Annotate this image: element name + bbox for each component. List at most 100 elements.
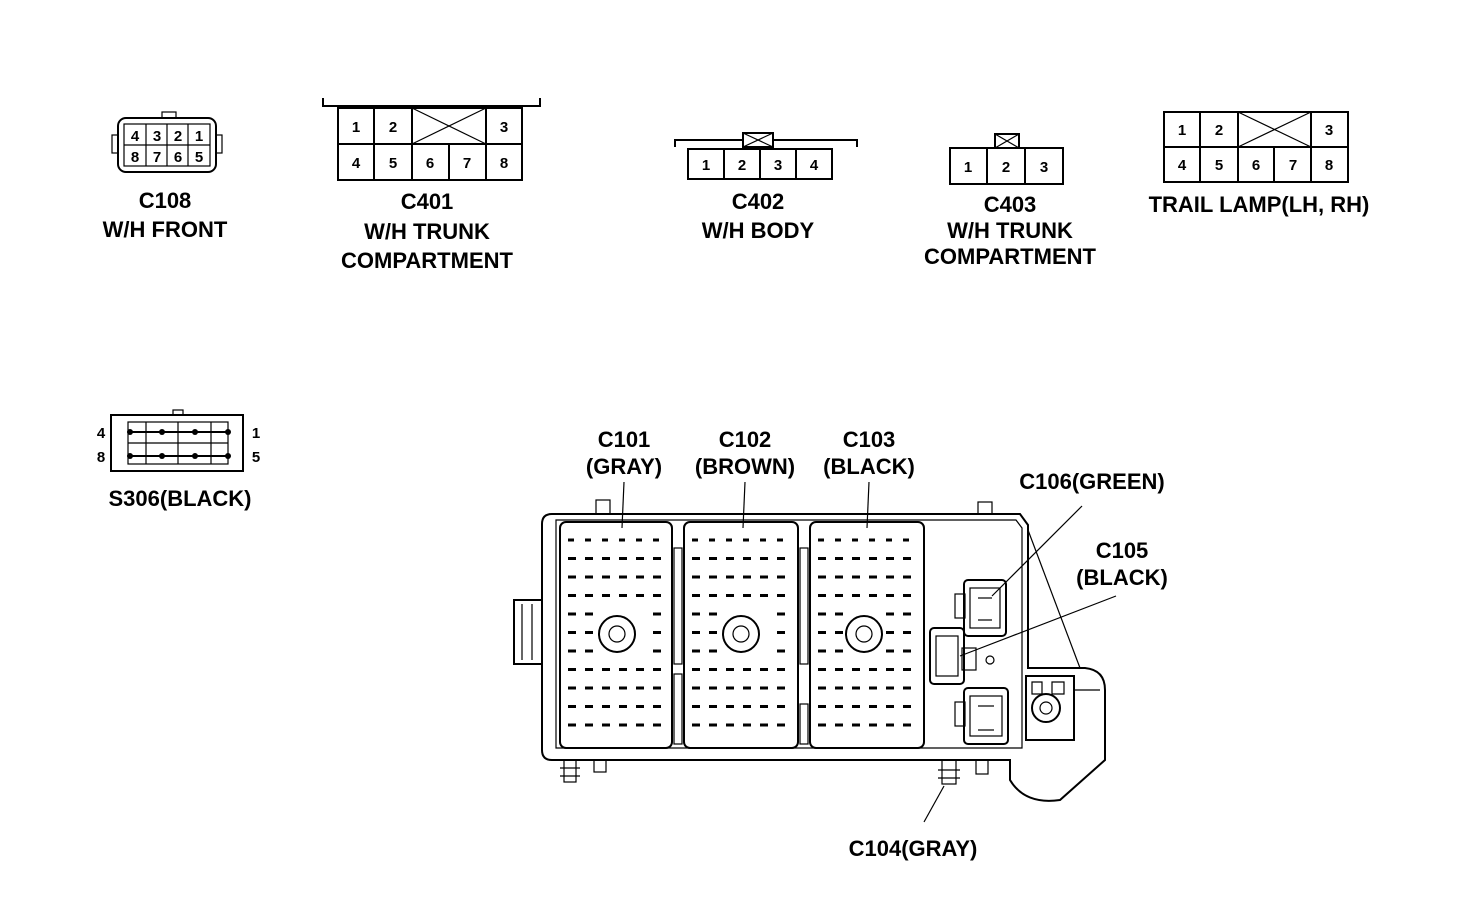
pin-dot — [619, 594, 627, 597]
c108-pin-5: 5 — [195, 149, 203, 166]
pin-dot — [636, 668, 644, 671]
pin-dot — [653, 723, 661, 727]
pin-dot — [835, 668, 843, 671]
pin-dot — [818, 612, 826, 616]
pin-dot — [852, 557, 860, 560]
pin-dot — [886, 575, 894, 579]
c102-color-label: (BROWN) — [695, 454, 795, 479]
pin-dot — [818, 668, 826, 671]
pin-dot — [903, 686, 911, 690]
c403-id-label: C403 — [984, 192, 1037, 217]
pin-dot — [653, 538, 659, 542]
pin-dot — [869, 575, 877, 579]
pin-dot — [636, 557, 644, 560]
pin-dot — [726, 594, 734, 597]
s306-pin-8: 8 — [97, 449, 105, 466]
c403-desc-line2: COMPARTMENT — [924, 244, 1096, 269]
connector-trail-lamp: 1 2 3 4 5 6 7 8 TRAIL LAMP(LH, RH) — [1149, 111, 1370, 217]
pin-dot — [709, 668, 717, 671]
pin-dot — [619, 686, 627, 690]
pin-dot — [636, 538, 642, 542]
c402-desc-label: W/H BODY — [702, 218, 815, 243]
pin-dot — [585, 723, 593, 727]
c101-bolt — [598, 615, 636, 653]
pin-dot — [818, 649, 826, 653]
pin-dot — [726, 668, 734, 671]
pin-dot — [760, 686, 768, 690]
pin-dot — [585, 557, 593, 560]
c103-bolt — [845, 615, 883, 653]
pin-dot — [692, 612, 700, 616]
c101-pin-grid — [568, 538, 661, 727]
trail-lamp-pin-8: 8 — [1325, 157, 1333, 174]
c403-desc-line1: W/H TRUNK — [947, 218, 1073, 243]
pin-dot — [835, 723, 843, 727]
pin-dot — [777, 594, 785, 597]
c402-pin-4: 4 — [810, 157, 819, 174]
pin-dot — [568, 538, 574, 542]
trail-lamp-pin-6: 6 — [1252, 157, 1260, 174]
c403-pin-3: 3 — [1040, 159, 1048, 176]
pin-dot — [726, 723, 734, 727]
c402-pin-3: 3 — [774, 157, 782, 174]
pin-dot — [869, 705, 877, 708]
connector-c401: 1 2 3 4 5 6 7 8 C401 W/H TRUNK COMPARTME… — [322, 98, 541, 273]
pin-dot — [602, 705, 610, 708]
pin-dot — [709, 649, 717, 653]
pin-dot — [709, 686, 717, 690]
trail-lamp-pin-7: 7 — [1289, 157, 1297, 174]
pin-dot — [709, 631, 717, 634]
c105-connector — [929, 627, 995, 685]
pin-dot — [869, 668, 877, 671]
pin-dot — [692, 705, 700, 708]
pin-dot — [636, 705, 644, 708]
connector-c403: 1 2 3 C403 W/H TRUNK COMPARTMENT — [924, 133, 1097, 269]
c401-pin-3: 3 — [500, 119, 508, 136]
pin-dot — [760, 575, 768, 579]
trail-lamp-pin-4: 4 — [1178, 157, 1187, 174]
pin-dot — [886, 594, 894, 597]
pin-dot — [568, 631, 576, 634]
pin-dot — [743, 575, 751, 579]
pin-dot — [726, 575, 734, 579]
c108-pin-2: 2 — [174, 128, 182, 145]
pin-dot — [568, 668, 576, 671]
pin-dot — [777, 649, 785, 653]
pin-dot — [869, 594, 877, 597]
trail-lamp-desc-label: TRAIL LAMP(LH, RH) — [1149, 192, 1370, 217]
c108-pin-1: 1 — [195, 128, 203, 145]
c402-id-label: C402 — [732, 189, 785, 214]
trail-lamp-pin-1: 1 — [1178, 122, 1186, 139]
pin-dot — [709, 575, 717, 579]
pin-dot — [835, 538, 841, 542]
c103-color-label: (BLACK) — [823, 454, 915, 479]
pin-dot — [709, 705, 717, 708]
pin-dot — [709, 612, 717, 616]
pin-dot — [653, 668, 661, 671]
pin-dot — [835, 575, 843, 579]
pin-dot — [818, 686, 826, 690]
c401-pin-5: 5 — [389, 155, 397, 172]
s306-pin-1: 1 — [252, 425, 260, 442]
c102-bolt — [722, 615, 760, 653]
pin-dot — [636, 575, 644, 579]
pin-dot — [777, 723, 785, 727]
pin-dot — [818, 575, 826, 579]
pin-dot — [585, 575, 593, 579]
pin-dot — [692, 557, 700, 560]
pin-dot — [886, 723, 894, 727]
pin-dot — [835, 631, 843, 634]
pin-dot — [903, 723, 911, 727]
pin-dot — [743, 557, 751, 560]
c403-pin-1: 1 — [964, 159, 972, 176]
pin-dot — [852, 705, 860, 708]
pin-dot — [726, 538, 732, 542]
c401-pin-4: 4 — [352, 155, 361, 172]
pin-dot — [568, 723, 576, 727]
c401-pin-1: 1 — [352, 119, 360, 136]
pin-dot — [777, 668, 785, 671]
pin-dot — [619, 723, 627, 727]
pin-dot — [692, 723, 700, 727]
pin-dot — [602, 575, 610, 579]
